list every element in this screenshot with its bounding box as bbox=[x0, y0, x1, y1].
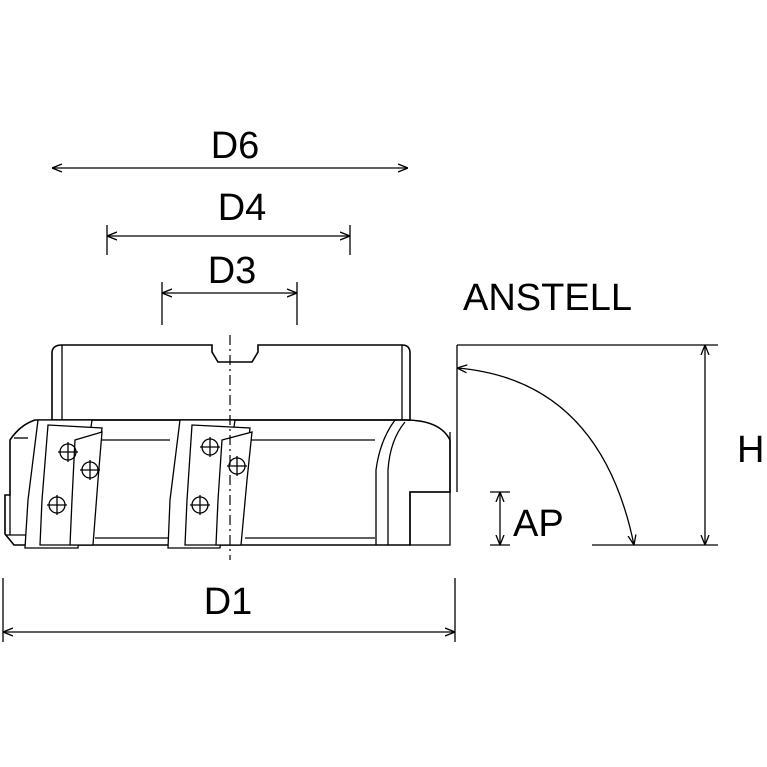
label-ap: AP bbox=[513, 503, 564, 545]
insert-center bbox=[167, 419, 253, 549]
cutter-body bbox=[4, 344, 451, 546]
dimension-d6: D6 bbox=[52, 125, 408, 168]
dimension-d1: D1 bbox=[2, 578, 456, 642]
label-d4: D4 bbox=[218, 187, 267, 229]
insert-left bbox=[24, 419, 103, 549]
label-d1: D1 bbox=[204, 581, 253, 623]
label-d3: D3 bbox=[208, 250, 257, 292]
dimension-d3: D3 bbox=[161, 250, 298, 325]
dimension-d4: D4 bbox=[106, 187, 351, 255]
dimension-anstell-angle bbox=[456, 345, 634, 545]
dimension-h: H bbox=[457, 344, 764, 546]
label-h: H bbox=[737, 429, 764, 471]
dimension-ap: AP bbox=[490, 491, 564, 546]
label-d6: D6 bbox=[211, 125, 260, 167]
label-anstell: ANSTELL bbox=[463, 277, 632, 319]
